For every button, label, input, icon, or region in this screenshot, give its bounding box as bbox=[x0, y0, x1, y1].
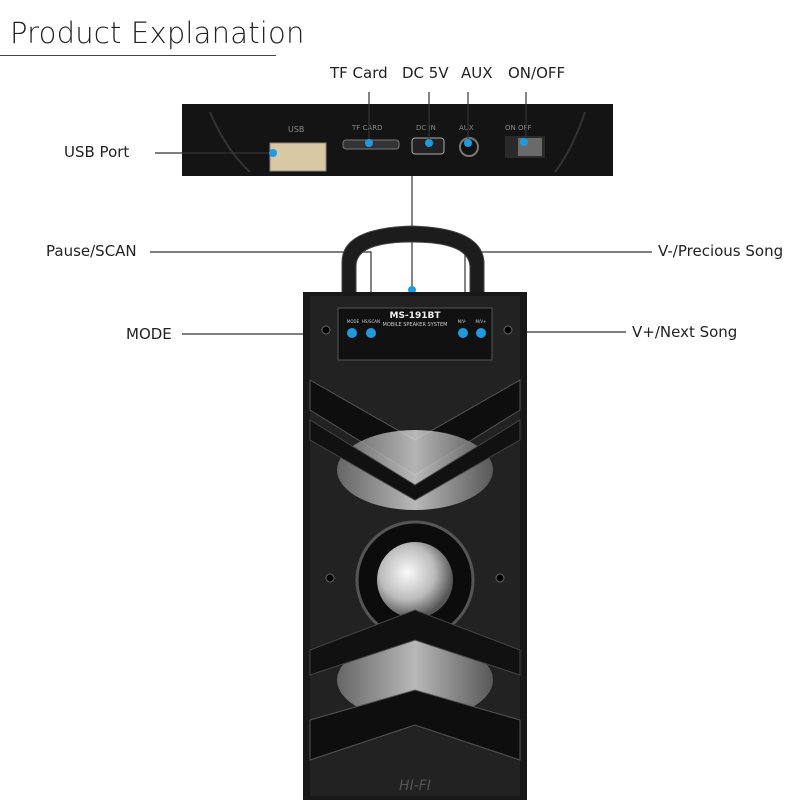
mode-button bbox=[347, 328, 357, 338]
volume-down-button bbox=[458, 328, 468, 338]
btn-label-vplus: M/V+ bbox=[476, 319, 487, 324]
device-subtitle: MOBILE SPEAKER SYSTEM bbox=[383, 322, 448, 328]
panel-text-onoff: ON OFF bbox=[505, 124, 532, 132]
usb-port bbox=[269, 142, 327, 172]
volume-up-button bbox=[476, 328, 486, 338]
label-pause-scan: Pause/SCAN bbox=[46, 242, 137, 260]
hifi-badge: HI-FI bbox=[399, 778, 431, 794]
label-mode: MODE bbox=[126, 325, 172, 343]
port-panel: USB TF CARD DC IN AUX ON OFF bbox=[182, 104, 613, 176]
label-v-plus-next: V+/Next Song bbox=[632, 323, 738, 341]
speaker-handle bbox=[341, 225, 485, 297]
pause-scan-button bbox=[366, 328, 376, 338]
btn-label-vminus: M/V- bbox=[458, 319, 467, 324]
label-v-minus-previous: V-/Precious Song bbox=[658, 242, 784, 260]
center-knob bbox=[377, 542, 453, 618]
btn-label-mode: MODE bbox=[347, 319, 360, 324]
title-underline bbox=[0, 55, 276, 56]
device-model: MS-191BT bbox=[390, 311, 442, 321]
panel-text-aux: AUX bbox=[459, 124, 474, 132]
page-title: Product Explanation bbox=[10, 16, 305, 50]
label-usb-port: USB Port bbox=[64, 143, 130, 161]
panel-text-usb: USB bbox=[288, 125, 304, 134]
label-tf-card: TF Card bbox=[330, 64, 388, 82]
panel-text-tf: TF CARD bbox=[351, 124, 382, 132]
label-on-off: ON/OFF bbox=[508, 64, 566, 82]
label-dc-5v: DC 5V bbox=[402, 64, 449, 82]
speaker-body: MS-191BT MOBILE SPEAKER SYSTEM MODE HS/S… bbox=[303, 225, 527, 800]
btn-label-scan: HS/SCAN bbox=[362, 319, 380, 324]
panel-text-dc: DC IN bbox=[416, 124, 436, 132]
label-aux: AUX bbox=[461, 64, 493, 82]
